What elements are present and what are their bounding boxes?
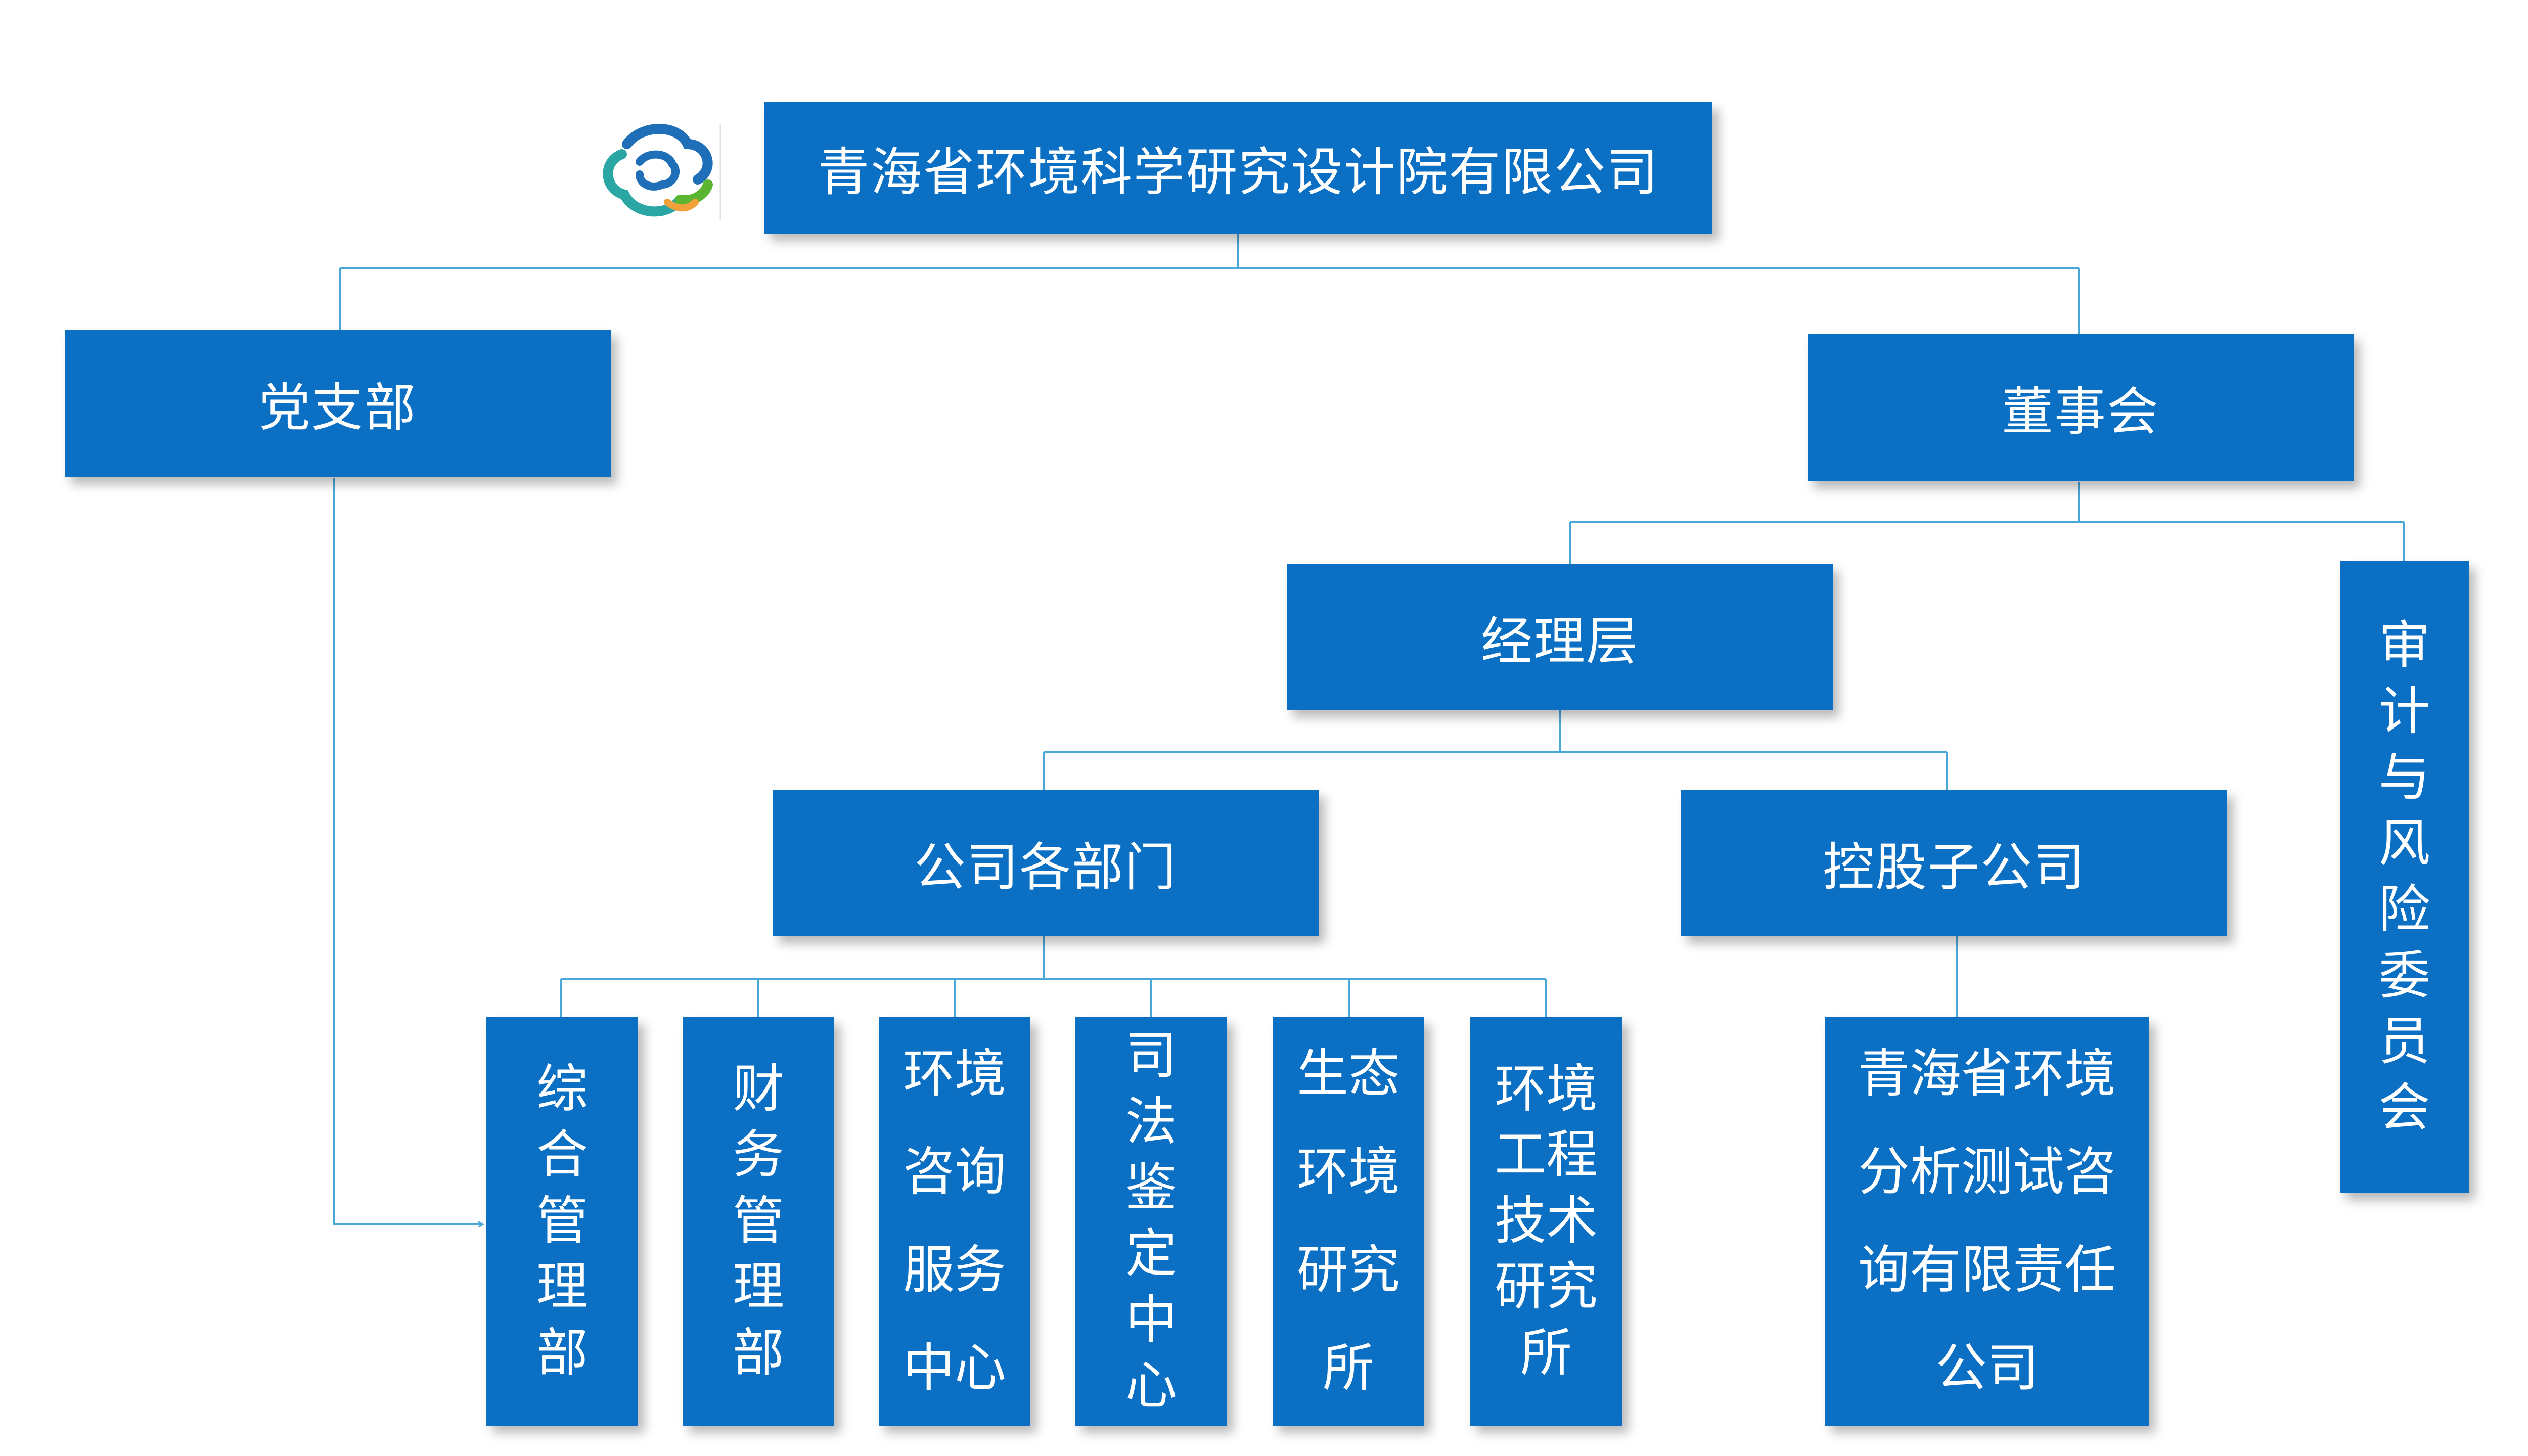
department-box-ecology: 生态环境研究所 [1273, 1017, 1424, 1426]
department-label: 司法鉴定中心 [1125, 1026, 1177, 1417]
department-box-consulting: 环境咨询服务中心 [879, 1017, 1030, 1426]
department-label: 环境咨询服务中心 [903, 1044, 1006, 1398]
company-logo-icon [603, 124, 721, 220]
party-branch-label: 党支部 [259, 378, 417, 438]
subsidiaries-group-label: 控股子公司 [1823, 837, 2086, 898]
department-label: 综合管理部 [536, 1059, 588, 1383]
root-company-label: 青海省环境科学研究设计院有限公司 [818, 142, 1659, 203]
departments-group-label: 公司各部门 [914, 837, 1177, 898]
department-label: 环境工程技术研究所 [1495, 1059, 1598, 1383]
management-box: 经理层 [1287, 564, 1833, 710]
subsidiaries-group-box: 控股子公司 [1681, 790, 2227, 936]
root-company-box: 青海省环境科学研究设计院有限公司 [764, 102, 1712, 234]
department-box-general-management: 综合管理部 [486, 1017, 638, 1426]
line-party-arrow [333, 478, 483, 1224]
board-box: 董事会 [1808, 334, 2354, 481]
department-box-forensic: 司法鉴定中心 [1075, 1017, 1227, 1426]
departments-group-box: 公司各部门 [773, 790, 1319, 936]
subsidiary-label: 青海省环境分析测试咨询有限责任公司 [1858, 1044, 2116, 1398]
department-label: 生态环境研究所 [1297, 1044, 1400, 1398]
party-branch-box: 党支部 [65, 330, 611, 477]
subsidiary-box: 青海省环境分析测试咨询有限责任公司 [1825, 1017, 2149, 1426]
audit-committee-label: 审计与风险委员会 [2378, 615, 2430, 1138]
department-label: 财务管理部 [733, 1059, 784, 1383]
board-label: 董事会 [2002, 382, 2159, 442]
department-box-finance: 财务管理部 [683, 1017, 834, 1426]
management-label: 经理层 [1481, 611, 1639, 672]
department-box-engineering: 环境工程技术研究所 [1470, 1017, 1622, 1426]
audit-committee-box: 审计与风险委员会 [2340, 561, 2469, 1193]
